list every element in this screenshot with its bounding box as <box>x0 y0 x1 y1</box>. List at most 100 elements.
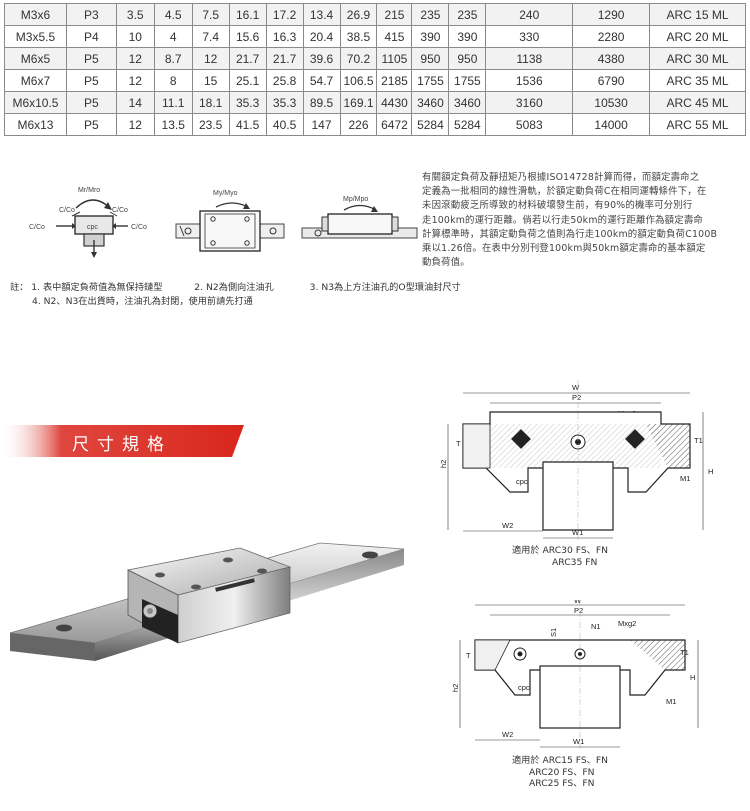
table-cell: ARC 20 ML <box>649 25 746 48</box>
c-left-top-label: C/Co <box>59 207 75 214</box>
table-cell: 15.6 <box>228 25 267 48</box>
table-cell: 41.5 <box>228 113 267 136</box>
rating-description: 有關額定負荷及靜扭矩乃根據ISO14728計算而得，而額定壽命之 定義為一批相同… <box>422 171 747 270</box>
table-cell: 21.7 <box>228 47 267 70</box>
dim-m1: M1 <box>680 474 690 483</box>
table-cell: 35.3 <box>228 91 267 114</box>
table-cell: 3160 <box>485 91 574 114</box>
note-4: 4. N2、N3在出貨時，注油孔為封閉，使用前請先打通 <box>32 296 253 307</box>
dim-n1: N1 <box>591 622 601 631</box>
dim-h: H <box>708 467 713 476</box>
table-cell: 5284 <box>448 113 487 136</box>
table-cell: 35.3 <box>265 91 304 114</box>
table-cell: 8 <box>153 69 193 92</box>
table-cell: ARC 35 ML <box>649 69 746 92</box>
table-cell: 1755 <box>411 69 450 92</box>
drawing-caption-bottom: 適用於 ARC15 FS、FN ARC20 FS、FN ARC25 FS、FN <box>512 755 608 790</box>
mp-label: Mp/Mpo <box>343 196 368 203</box>
table-cell: 1755 <box>448 69 487 92</box>
note-2: 2. N2為側向注油孔 <box>194 282 274 293</box>
table-cell: 240 <box>485 3 574 26</box>
table-cell: 6472 <box>376 113 413 136</box>
table-cell: 215 <box>376 3 413 26</box>
table-cell: M3x6 <box>4 3 67 26</box>
table-cell: M6x7 <box>4 69 67 92</box>
dim-t: T <box>456 439 461 448</box>
cpc-logo: cpc <box>518 683 530 692</box>
table-cell: P5 <box>65 91 117 114</box>
table-cell: 23.5 <box>191 113 230 136</box>
table-cell: 1138 <box>485 47 574 70</box>
table-cell: 7.4 <box>191 25 230 48</box>
description-line: 乘以1.26倍。在表中分別刊登100km與50km額定壽命的基本額定 <box>422 243 706 255</box>
table-cell: 106.5 <box>339 69 378 92</box>
c-left-label: C/Co <box>29 224 45 231</box>
table-cell: 20.4 <box>302 25 341 48</box>
my-label: My/Myo <box>213 190 238 197</box>
table-cell: 16.3 <box>265 25 304 48</box>
caption-line: ARC25 FS、FN <box>529 778 595 789</box>
mr-label: Mr/Mro <box>78 187 100 194</box>
table-cell: M3x5.5 <box>4 25 67 48</box>
table-cell: 950 <box>448 47 487 70</box>
dim-p2: P2 <box>572 393 581 402</box>
table-cell: 3.5 <box>115 3 155 26</box>
table-cell: 15 <box>191 69 230 92</box>
table-cell: 13.5 <box>153 113 193 136</box>
note-1: 1. 表中額定負荷值為無保持鏈型 <box>31 282 163 293</box>
table-cell: 10530 <box>572 91 651 114</box>
table-cell: 330 <box>485 25 574 48</box>
table-cell: 235 <box>448 3 487 26</box>
dim-w: W <box>574 600 582 605</box>
table-cell: 8.7 <box>153 47 193 70</box>
table-cell: 169.1 <box>339 91 378 114</box>
dim-h2: h2 <box>439 460 448 468</box>
roll-moment-diagram: Mr/Mro C/Co C/Co cpc C/Co C/Co <box>29 187 147 258</box>
table-cell: 4.5 <box>153 3 193 26</box>
table-cell: P4 <box>65 25 117 48</box>
table-cell: ARC 15 ML <box>649 3 746 26</box>
table-cell: M6x10.5 <box>4 91 67 114</box>
description-line: 動負荷值。 <box>422 257 470 269</box>
table-cell: 950 <box>411 47 450 70</box>
table-cell: 6790 <box>572 69 651 92</box>
table-cell: 12 <box>115 69 155 92</box>
table-cell: 25.1 <box>228 69 267 92</box>
notes: 註： 1. 表中額定負荷值為無保持鏈型 2. N2為側向注油孔 3. N3為上方… <box>10 281 461 309</box>
table-cell: 3460 <box>448 91 487 114</box>
block-side-view <box>327 213 393 235</box>
table-cell: 12 <box>115 113 155 136</box>
table-cell: 390 <box>448 25 487 48</box>
caption-line: ARC20 FS、FN <box>529 766 595 778</box>
table-cell: 26.9 <box>339 3 378 26</box>
table-cell: 2185 <box>376 69 413 92</box>
notes-prefix: 註： <box>10 282 29 293</box>
description-line: 有關額定負荷及靜扭矩乃根據ISO14728計算而得，而額定壽命之 <box>422 172 700 183</box>
table-cell: 21.7 <box>265 47 304 70</box>
table-cell: 4430 <box>376 91 413 114</box>
c-right-top-label: C/Co <box>112 207 128 214</box>
rail-mount-hole <box>362 551 378 559</box>
table-cell: 12 <box>191 47 230 70</box>
table-cell: 38.5 <box>339 25 378 48</box>
table-cell: 235 <box>411 3 450 26</box>
table-cell: 3460 <box>411 91 450 114</box>
table-cell: 147 <box>302 113 341 136</box>
table-cell: 39.6 <box>302 47 341 70</box>
table-cell: 10 <box>115 25 155 48</box>
table-cell: 4 <box>153 25 193 48</box>
dim-h2: h2 <box>451 684 460 692</box>
table-cell: 14 <box>115 91 155 114</box>
description-line: 走100km的運行距離。倘若以行走50km的運行距離作為額定壽命 <box>422 214 703 226</box>
description-line: 計算標準時，其額定動負荷之值則為行走100km的額定動負荷C100B <box>422 228 718 240</box>
dim-w2: W2 <box>502 521 513 530</box>
dim-w: W <box>572 383 580 392</box>
rail-mount-hole <box>56 624 72 632</box>
dim-w1: W1 <box>573 737 584 746</box>
table-cell: ARC 55 ML <box>649 113 746 136</box>
table-cell: P5 <box>65 69 117 92</box>
table-cell: 12 <box>115 47 155 70</box>
